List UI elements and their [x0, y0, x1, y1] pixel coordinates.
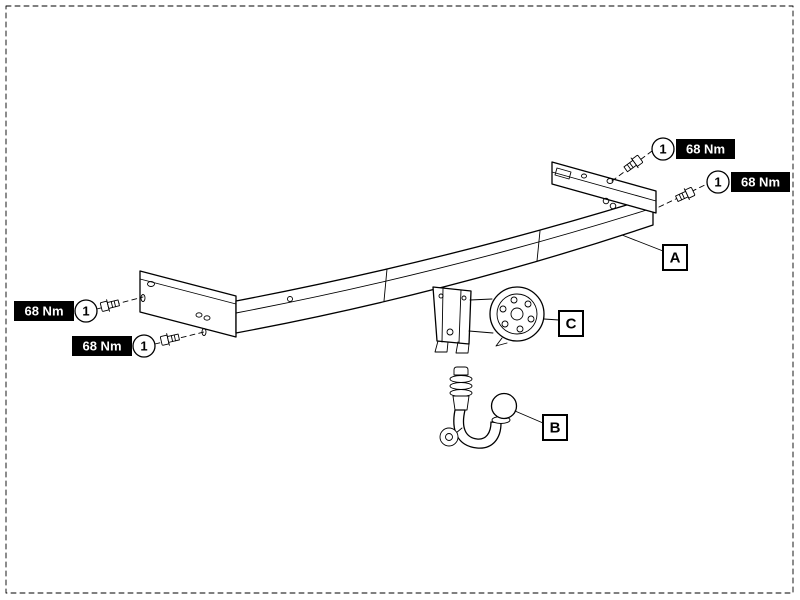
right-bracket-plate — [551, 161, 657, 214]
torque-label-box — [14, 301, 74, 321]
part-letter: C — [566, 316, 577, 333]
tow-ball-sphere — [490, 392, 518, 420]
torque-label-box — [676, 139, 735, 159]
label-leader — [621, 234, 664, 252]
part-label-box — [542, 414, 568, 441]
step-number: 1 — [714, 175, 721, 190]
left-mounting-bracket — [139, 270, 237, 338]
flange-hole — [501, 320, 509, 328]
screw-head — [602, 197, 610, 205]
torque-value: 68 Nm — [741, 175, 780, 190]
part-letter: B — [550, 420, 561, 437]
flange-hole — [524, 300, 532, 308]
bolt-hole — [446, 328, 454, 336]
torque-callout-right: 68 Nm 1 — [706, 170, 790, 194]
flange-hole — [499, 305, 507, 313]
bolt-hole — [201, 328, 207, 336]
torque-value: 68 Nm — [24, 304, 63, 319]
step-badge — [651, 137, 675, 161]
torque-value: 68 Nm — [82, 339, 121, 354]
step-number: 1 — [82, 304, 89, 319]
right-mounting-bracket — [551, 161, 657, 214]
crossbar — [235, 196, 654, 334]
step-number: 1 — [140, 339, 147, 354]
torque-bolt — [99, 296, 121, 314]
towball — [439, 366, 518, 449]
part-letter: A — [670, 250, 681, 267]
swan-neck — [453, 409, 502, 449]
towball-rib — [449, 389, 473, 397]
round-flange — [489, 286, 545, 342]
crossbar-hole — [287, 296, 293, 302]
towball-rib — [449, 382, 473, 390]
torque-callout-upper-right: 68 Nm 1 — [651, 137, 735, 161]
bracket-slot — [554, 167, 572, 180]
step-badge — [132, 334, 156, 358]
bolt-hole — [606, 178, 614, 184]
part-label-box — [662, 244, 688, 271]
part-label-b: B — [514, 410, 568, 441]
leader-line — [96, 296, 144, 310]
bolt-hole — [581, 173, 587, 179]
bolt-hole — [461, 295, 467, 301]
crossbar-seam — [383, 268, 388, 302]
part-label-c: C — [543, 310, 584, 337]
bolt-hole — [140, 294, 146, 302]
release-wheel — [439, 427, 459, 447]
flange-hole — [510, 296, 518, 304]
crossbar-seam — [536, 230, 541, 262]
left-bracket-plate — [139, 270, 237, 338]
torque-bolt — [159, 330, 181, 348]
center-hole — [510, 307, 524, 321]
flange-hole — [527, 315, 535, 323]
step-number: 1 — [659, 142, 666, 157]
flange-hole — [516, 325, 524, 333]
towball-pin-top — [453, 366, 469, 376]
step-badge — [74, 299, 98, 323]
torque-bolt — [621, 153, 645, 175]
part-label-a: A — [621, 234, 688, 271]
label-leader — [543, 318, 560, 321]
label-leader — [514, 410, 544, 424]
bolt-hole — [438, 293, 444, 299]
screw-head — [609, 202, 617, 210]
bolt-hole — [147, 281, 155, 287]
towball-rib — [449, 375, 473, 383]
bolt-hole — [195, 312, 203, 318]
page-border — [5, 5, 794, 594]
torque-label-box — [72, 336, 132, 356]
bolt-hole — [203, 315, 211, 321]
torque-callout-left: 68 Nm 1 — [14, 299, 98, 323]
part-label-box — [558, 310, 584, 337]
mounting-plate-assembly — [432, 286, 545, 354]
step-badge — [706, 170, 730, 194]
crossbar-body — [235, 196, 654, 334]
torque-value: 68 Nm — [686, 142, 725, 157]
towball-shaft — [452, 395, 470, 411]
torque-callout-lower-left: 68 Nm 1 — [72, 334, 156, 358]
torque-label-box — [731, 172, 790, 192]
torque-bolt — [673, 185, 697, 205]
